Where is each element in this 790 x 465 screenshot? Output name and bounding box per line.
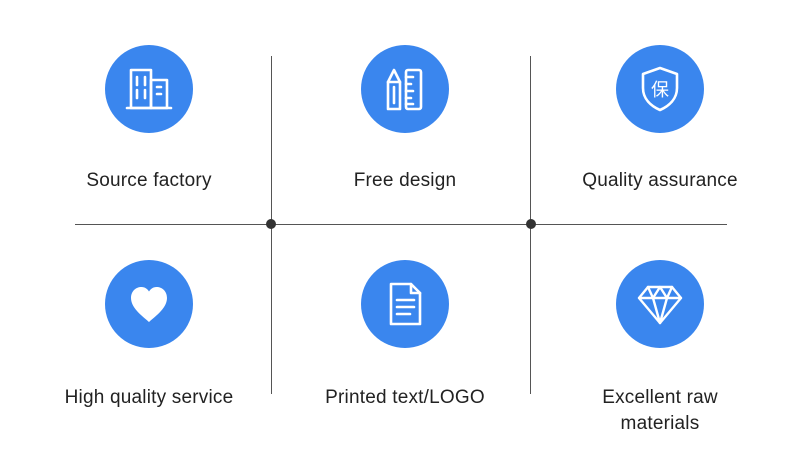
feature-source-factory: Source factory	[34, 45, 264, 194]
shield-icon: 保	[616, 45, 704, 133]
heart-icon	[105, 260, 193, 348]
divider-intersection-dot-left	[266, 219, 276, 229]
pencil-ruler-icon	[361, 45, 449, 133]
document-icon	[361, 260, 449, 348]
building-icon	[105, 45, 193, 133]
feature-label: Quality assurance	[582, 170, 738, 191]
feature-quality-assurance: 保 Quality assurance	[545, 45, 775, 194]
feature-free-design: Free design	[290, 45, 520, 194]
feature-label: Source factory	[86, 170, 212, 191]
shield-glyph: 保	[651, 80, 669, 101]
feature-label: Excellent raw materials	[602, 387, 718, 434]
horizontal-divider	[75, 224, 727, 225]
feature-high-quality-service: High quality service	[34, 260, 264, 411]
feature-label: Free design	[353, 170, 457, 191]
divider-intersection-dot-right	[526, 219, 536, 229]
feature-label: Printed text/LOGO	[325, 387, 485, 408]
diamond-icon	[616, 260, 704, 348]
feature-printed-text-logo: Printed text/LOGO	[290, 260, 520, 411]
feature-label: High quality service	[64, 387, 234, 408]
feature-excellent-raw-materials: Excellent raw materials	[545, 260, 775, 437]
